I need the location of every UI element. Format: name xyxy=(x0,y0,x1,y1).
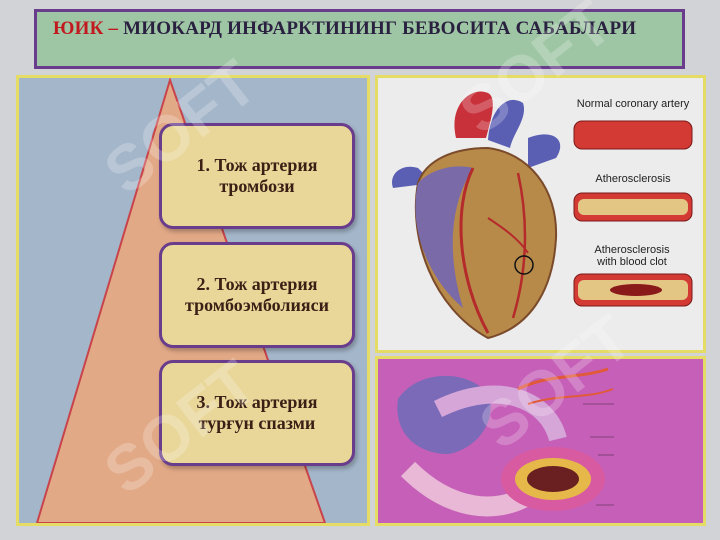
title-text: МИОКАРД ИНФАРКТИНИНГ БЕВОСИТА САБАБЛАРИ xyxy=(123,18,637,39)
artery-section-illustration xyxy=(375,356,706,526)
section-drawing xyxy=(397,367,614,517)
cause-box-thromboembolism: 2. Тож артерия тромбоэмболияси xyxy=(159,242,355,348)
cause-box-spasm: 3. Тож артерия турғун спазми xyxy=(159,360,355,466)
label-atherosclerosis: Atherosclerosis xyxy=(595,173,671,185)
heart-drawing xyxy=(392,91,693,340)
cause-label: 3. Тож артерия турғун спазми xyxy=(196,392,318,433)
heart-illustration: Normal coronary artery Atherosclerosis A… xyxy=(375,75,706,353)
label-normal-artery: Normal coronary artery xyxy=(576,98,690,110)
causes-panel: 1. Тож артерия тромбози 2. Тож артерия т… xyxy=(16,75,370,526)
title-abbreviation: ЮИК xyxy=(53,18,104,39)
cause-label: 1. Тож артерия тромбози xyxy=(196,155,318,196)
cause-box-thrombosis: 1. Тож артерия тромбози xyxy=(159,123,355,229)
slide-title: ЮИК – МИОКАРД ИНФАРКТИНИНГ БЕВОСИТА САБА… xyxy=(34,9,685,69)
title-dash: – xyxy=(103,18,124,39)
cause-label: 2. Тож артерия тромбоэмболияси xyxy=(185,274,329,315)
label-atherosclerosis-clot: Atherosclerosis with blood clot xyxy=(594,244,670,268)
